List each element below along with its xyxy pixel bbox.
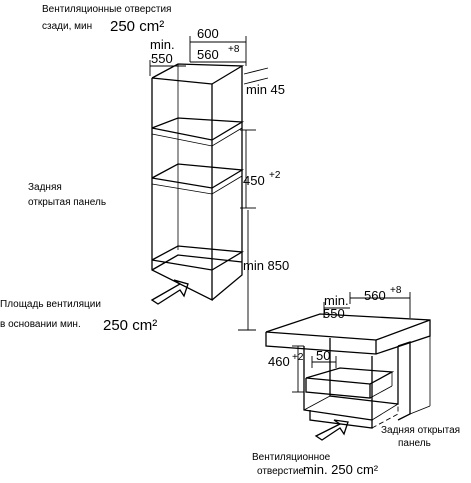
rear-vent-value: 250 cm² [110, 18, 164, 35]
base-dim-min-label: min. [324, 293, 349, 308]
dim-550: 550 [151, 51, 173, 66]
bottom-vent-label-line1: Вентиляционное [252, 452, 331, 463]
dim-600: 600 [197, 26, 219, 41]
bottom-rear-panel-line2: панель [398, 438, 431, 449]
base-dim-550: 550 [323, 306, 345, 321]
dim-450-tolerance: +2 [269, 170, 281, 181]
base-dim-460: 460 [268, 354, 290, 369]
dim-min-label: min. [150, 37, 175, 52]
base-cabinet [265, 313, 431, 429]
tall-side-dimensions [238, 67, 269, 331]
base-vent-value: 250 cm² [103, 317, 157, 334]
airflow-arrow-icon [150, 279, 189, 305]
dim-560-tolerance: +8 [228, 44, 240, 55]
tall-top-dimensions [149, 36, 247, 76]
base-vent-label-line2: в основании мин. [0, 319, 81, 330]
airflow-arrow-icon [314, 419, 349, 441]
bottom-rear-panel-line1: Задняя открытая [381, 425, 460, 436]
dim-min-850: min 850 [243, 258, 289, 273]
dim-min-45: min 45 [246, 82, 285, 97]
rear-panel-label-line1: Задняя [28, 182, 62, 193]
base-dim-50: 50 [316, 348, 330, 363]
rear-panel-label-line2: открытая панель [28, 197, 106, 208]
rear-vent-label-line2: сзади, мин [42, 21, 92, 32]
dim-560: 560 [197, 47, 219, 62]
bottom-vent-label-line2: отверстие [257, 466, 304, 477]
dim-450: 450 [243, 173, 265, 188]
bottom-vent-value: min. 250 cm² [303, 462, 379, 477]
tall-cabinet [151, 63, 245, 302]
base-dimensions [292, 292, 411, 393]
base-dim-560: 560 [364, 288, 386, 303]
base-dim-460-tolerance: +2 [292, 352, 304, 363]
base-vent-label-line1: Площадь вентиляции [0, 299, 101, 310]
rear-vent-label-line1: Вентиляционные отверстия [42, 4, 171, 15]
base-dim-560-tolerance: +8 [390, 285, 402, 296]
